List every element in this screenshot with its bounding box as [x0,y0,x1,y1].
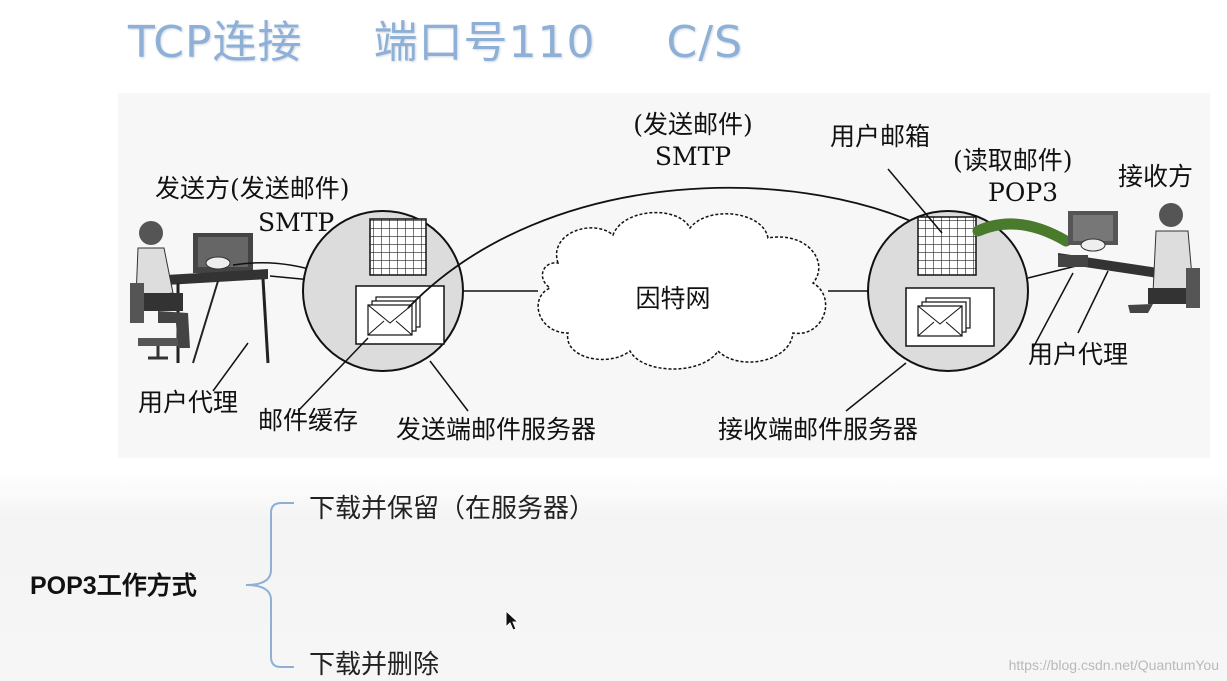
pop3-modes-heading: POP3工作方式 [30,572,197,600]
label-top-smtp: SMTP [655,142,731,171]
sender-mail-server [302,210,464,372]
label-read-mail: (读取邮件) [953,146,1073,175]
email-system-diagram: 发送方(发送邮件) SMTP (发送邮件) SMTP 用户邮箱 (读取邮件) P… [118,93,1210,458]
label-sender: 发送方(发送邮件) [155,174,350,203]
label-user-mailbox: 用户邮箱 [830,122,930,151]
mode-download-keep: 下载并保留（在服务器） [309,494,596,524]
envelope-icon [917,297,971,337]
envelope-icon [367,296,421,336]
title-port: 端口号110 [373,17,596,68]
pop3-arrow [972,218,1072,247]
receiver-mail-server [867,210,1029,372]
title-tcp: TCP连接 [128,17,303,68]
mouse-cursor-icon [505,610,520,631]
label-internet: 因特网 [635,284,710,313]
label-receiver: 接收方 [1118,162,1193,191]
label-user-agent-right: 用户代理 [1028,340,1128,369]
label-sender-smtp: SMTP [258,208,334,237]
internet-cloud [537,211,827,370]
slide-title: TCP连接 端口号110 C/S [128,6,743,70]
sender-person-icon [130,221,190,360]
watermark: https://blog.csdn.net/QuantumYou [1008,657,1219,673]
pop3-brace [245,502,294,668]
title-cs: C/S [666,17,744,68]
receiver-person-icon [1128,203,1200,313]
mode-download-delete: 下载并删除 [309,650,440,680]
label-user-agent-left: 用户代理 [138,388,238,417]
receiver-computer-icon [1058,211,1158,278]
label-send-mail: (发送邮件) [633,110,753,139]
label-receiver-server: 接收端邮件服务器 [718,415,918,444]
label-pop3: POP3 [988,178,1058,207]
label-mail-buffer: 邮件缓存 [258,406,358,435]
label-sender-server: 发送端邮件服务器 [396,415,596,444]
